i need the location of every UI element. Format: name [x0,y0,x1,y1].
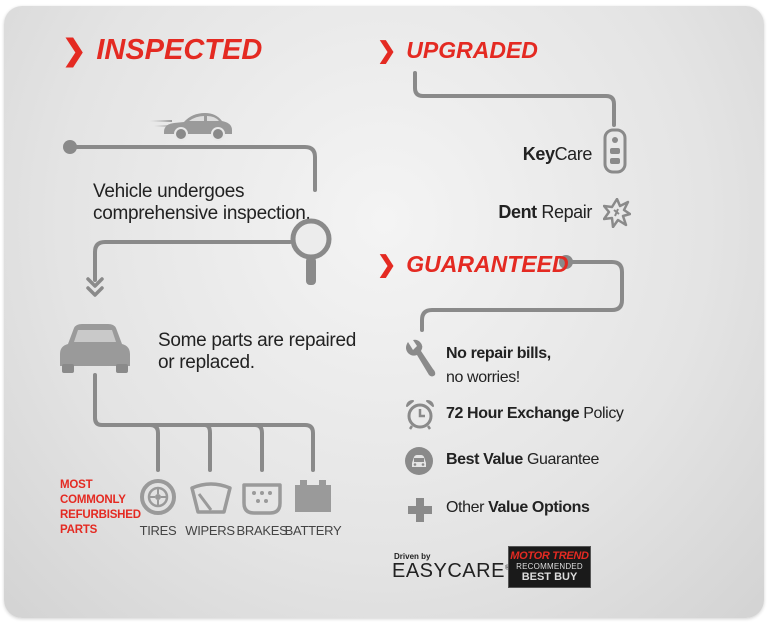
keycare-normal: Care [554,144,593,164]
brake-pad-icon [242,483,282,515]
repair-text: Some parts are repaired or replaced. [158,330,356,373]
inspected-heading-text: INSPECTED [96,34,263,66]
keycare-label: KeyCare [500,144,593,165]
easycare-small: Driven by [394,552,431,561]
easycare-main-text: EASYCARE [392,560,505,582]
dent-bold: Dent [498,202,537,222]
part-label-tires: TIRES [139,523,177,538]
caption-line: COMMONLY [60,494,126,506]
exchange-bold: 72 Hour Exchange [446,405,580,422]
upgraded-heading-text: UPGRADED [406,37,538,63]
tire-icon [140,479,176,515]
no-repair-bold: No repair bills, [446,345,551,362]
dent-burst-icon [603,198,631,228]
keycare-bold: Key [522,144,555,164]
no-repair-bills-text: No repair bills, no worries! [446,342,551,390]
chevron-right-icon: ❯ [377,37,397,63]
upgraded-heading: ❯ UPGRADED [377,37,538,64]
motortrend-line1: MOTOR TREND [510,550,589,562]
moving-car-icon [150,113,232,141]
wiper-icon [190,482,232,514]
magnifier-icon [290,218,332,285]
easycare-main: EASYCARE® [392,560,509,583]
best-value-bold: Best Value [446,451,523,468]
part-label-brakes: BRAKES [236,523,288,538]
motortrend-line2: RECOMMENDED [516,562,583,571]
caption-line: PARTS [60,524,98,536]
motortrend-line3: BEST BUY [521,571,578,583]
battery-icon [295,480,331,512]
exchange-normal: Policy [579,405,624,422]
part-label-battery: BATTERY [284,523,342,538]
caption-line: MOST [60,479,93,491]
other-bold: Value Options [488,499,590,516]
car-circle-icon [405,447,433,475]
guaranteed-heading-text: GUARANTEED [406,251,569,277]
parts-caption: MOST COMMONLY REFURBISHED PARTS [60,478,141,538]
easycare-logo: Driven by EASYCARE® [392,552,509,583]
part-label-wipers: WIPERS [185,523,235,538]
other-pre: Other [446,499,489,516]
motortrend-badge: MOTOR TREND RECOMMENDED BEST BUY [508,546,591,588]
front-car-icon [60,324,130,373]
inspected-heading: ❯ INSPECTED [62,33,262,68]
chevron-right-icon: ❯ [62,35,87,67]
exchange-policy-text: 72 Hour Exchange Policy [446,405,624,423]
guaranteed-heading: ❯ GUARANTEED [377,251,569,278]
infographic-card [4,6,764,618]
best-value-normal: Guarantee [522,451,599,468]
best-value-text: Best Value Guarantee [446,451,599,469]
caption-line: REFURBISHED [60,509,141,521]
plus-icon [408,498,432,522]
dent-repair-label: Dent Repair [480,202,592,223]
chevron-right-icon: ❯ [377,251,397,277]
no-repair-normal: no worries! [446,369,520,386]
key-fob-icon [603,128,627,174]
alarm-clock-icon [406,400,434,430]
wrench-icon [406,339,436,377]
other-value-text: Other Value Options [446,499,590,517]
dent-normal: Repair [536,202,592,222]
inspection-text: Vehicle undergoes comprehensive inspecti… [93,181,311,224]
